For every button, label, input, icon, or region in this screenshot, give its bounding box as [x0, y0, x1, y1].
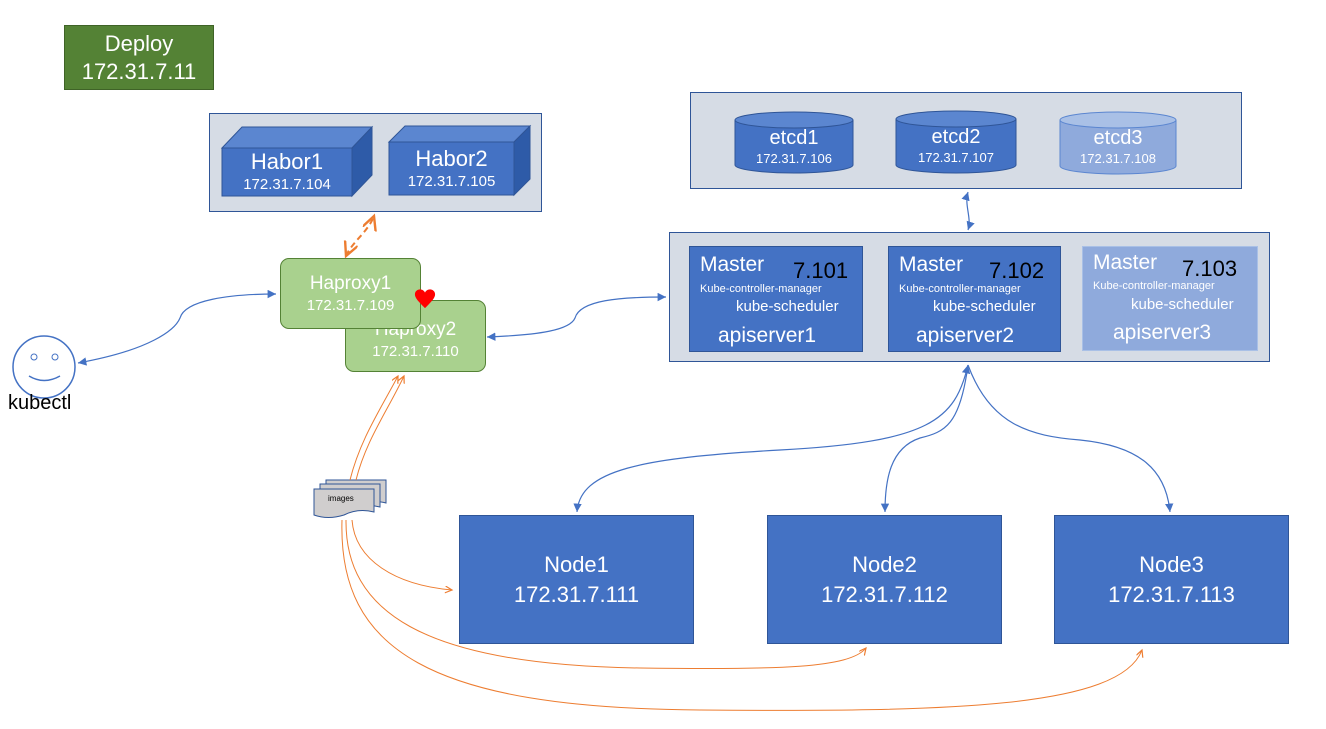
haproxy2-ip: 172.31.7.110	[372, 343, 459, 360]
master1-number: 7.101	[793, 258, 849, 283]
master3-box: Master 7.103 Kube-controller-manager kub…	[1082, 246, 1258, 351]
master2-scheduler: kube-scheduler	[933, 298, 1036, 315]
etcd-master-connector	[961, 191, 975, 231]
master3-title: Master	[1093, 251, 1158, 274]
etcd1-ip: 172.31.7.106	[756, 151, 832, 166]
images-label: images	[328, 494, 354, 503]
master3-apiserver: apiserver3	[1113, 321, 1212, 344]
node2-name: Node2	[852, 551, 917, 577]
deploy-box: Deploy 172.31.7.11	[64, 25, 214, 90]
images-document-icon	[313, 479, 387, 518]
images-haproxy-connector-a	[349, 376, 398, 481]
node3-name: Node3	[1139, 551, 1204, 577]
node2-ip: 172.31.7.112	[821, 581, 948, 607]
haproxy2-master-connector	[486, 292, 667, 341]
images-node3-connector	[341, 519, 1142, 711]
etcd1-label: etcd1 172.31.7.106	[735, 124, 853, 170]
master1-box: Master 7.101 Kube-controller-manager kub…	[689, 246, 863, 352]
node1-ip: 172.31.7.111	[513, 581, 640, 607]
etcd2-ip: 172.31.7.107	[918, 150, 994, 165]
etcd2-name: etcd2	[931, 126, 981, 148]
habor1-ip: 172.31.7.104	[243, 176, 331, 193]
node3-ip: 172.31.7.113	[1108, 581, 1235, 607]
kubectl-label: kubectl	[8, 392, 72, 414]
etcd1-name: etcd1	[769, 127, 819, 149]
master2-controller-manager: Kube-controller-manager	[899, 283, 1021, 295]
master2-number: 7.102	[989, 258, 1045, 283]
etcd2-label: etcd2 172.31.7.107	[896, 123, 1016, 169]
master1-scheduler: kube-scheduler	[736, 298, 839, 315]
master2-box: Master 7.102 Kube-controller-manager kub…	[888, 246, 1061, 352]
haproxy1-name: Haproxy1	[309, 272, 392, 294]
etcd3-name: etcd3	[1093, 127, 1143, 149]
master3-scheduler: kube-scheduler	[1131, 296, 1234, 313]
images-node1-connector	[351, 519, 452, 590]
habor1-label: Habor1 172.31.7.104	[222, 148, 352, 196]
habor2-ip: 172.31.7.105	[407, 172, 496, 190]
master-node1-connector	[573, 364, 971, 513]
master2-title: Master	[899, 253, 964, 276]
haproxy1-ip: 172.31.7.109	[306, 296, 395, 314]
heart-icon	[414, 289, 436, 309]
master3-number: 7.103	[1182, 256, 1238, 281]
habor2-name: Habor2	[415, 145, 488, 171]
master-node2-connector	[880, 364, 969, 513]
master1-controller-manager: Kube-controller-manager	[700, 283, 822, 295]
etcd3-label: etcd3 172.31.7.108	[1060, 124, 1176, 170]
master-node3-connector	[967, 364, 1174, 513]
node1-box: Node1 172.31.7.111	[459, 515, 694, 644]
habor2-label: Habor2 172.31.7.105	[389, 142, 514, 195]
master1-apiserver: apiserver1	[718, 324, 817, 347]
node2-box: Node2 172.31.7.112	[767, 515, 1002, 644]
habor-haproxy-dashed-connector	[346, 216, 374, 256]
node3-box: Node3 172.31.7.113	[1054, 515, 1289, 644]
master1-title: Master	[700, 253, 765, 276]
node1-name: Node1	[544, 551, 609, 577]
master3-controller-manager: Kube-controller-manager	[1093, 280, 1215, 292]
master2-apiserver: apiserver2	[916, 324, 1015, 347]
images-node2-connector	[345, 519, 866, 670]
habor1-name: Habor1	[250, 149, 324, 174]
kubectl-haproxy1-connector	[77, 289, 277, 366]
deploy-ip: 172.31.7.11	[81, 58, 197, 84]
images-haproxy-connector-b	[355, 376, 404, 481]
etcd3-ip: 172.31.7.108	[1080, 151, 1156, 166]
smiley-face-icon	[12, 335, 76, 399]
haproxy1-box: Haproxy1 172.31.7.109	[280, 258, 421, 329]
deploy-title: Deploy	[104, 30, 174, 56]
